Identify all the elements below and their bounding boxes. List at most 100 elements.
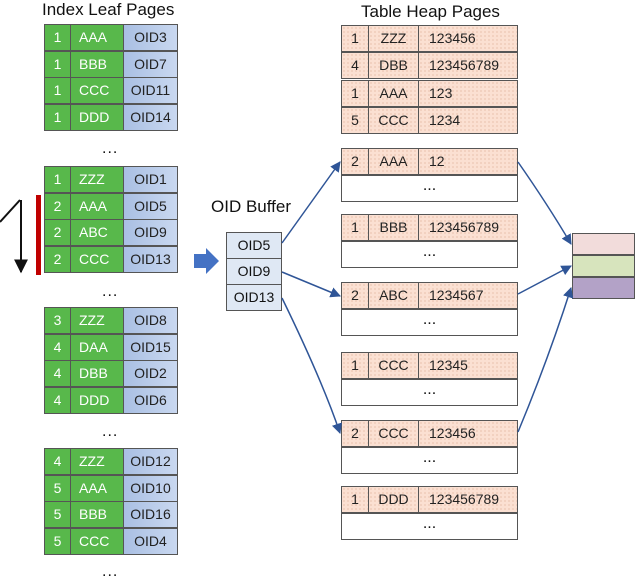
index-oid: OID6 [123, 387, 178, 415]
heap-value: 12345 [418, 352, 518, 379]
index-oid: OID10 [123, 474, 178, 502]
index-key: DDD [70, 104, 124, 132]
index-page-number: 1 [44, 50, 71, 78]
result-row-1 [572, 233, 635, 255]
index-page-number: 4 [44, 387, 71, 415]
index-oid: OID5 [123, 192, 178, 220]
block-arrow-icon [194, 248, 219, 274]
heap-value: 123 [418, 79, 518, 107]
heap-value: 12 [418, 148, 518, 175]
heap-page-number: 1 [341, 486, 369, 513]
index-oid: OID3 [123, 24, 178, 51]
index-oid: OID1 [123, 166, 178, 193]
heap-page-number: 4 [341, 52, 369, 80]
arrow-heap-to-result-3 [517, 286, 574, 433]
heap-key: ABC [368, 282, 419, 309]
heap-key: ZZZ [368, 25, 419, 52]
index-page-number: 1 [44, 166, 71, 193]
index-oid: OID12 [123, 448, 178, 475]
heap-value: 123456789 [418, 52, 518, 80]
index-oid: OID14 [123, 104, 178, 132]
heap-page-continuation: ... [341, 513, 518, 540]
index-page-number: 1 [44, 77, 71, 105]
heap-value: 123456789 [418, 214, 518, 241]
index-key: ZZZ [70, 307, 124, 334]
index-oid: OID8 [123, 307, 178, 334]
index-oid: OID16 [123, 501, 178, 529]
heap-page-number: 1 [341, 214, 369, 241]
index-page-number: 3 [44, 307, 71, 334]
index-leaf-pages-title: Index Leaf Pages [42, 0, 175, 19]
oid-buffer-cell: OID9 [226, 258, 282, 285]
heap-page-continuation: ... [341, 309, 518, 336]
index-key: DAA [70, 333, 124, 361]
heap-value: 1234567 [418, 282, 518, 309]
heap-value: 123456 [418, 420, 518, 447]
index-key: DDD [70, 387, 124, 415]
oid-buffer-cell: OID13 [226, 284, 282, 311]
index-ellipsis: ... [102, 563, 119, 580]
index-key: CCC [70, 528, 124, 556]
oid-buffer-title: OID Buffer [211, 197, 291, 216]
heap-page-number: 5 [341, 106, 369, 134]
index-key: ZZZ [70, 448, 124, 475]
heap-page-number: 2 [341, 420, 369, 447]
index-oid: OID2 [123, 360, 178, 388]
heap-key: CCC [368, 352, 419, 379]
index-page-number: 5 [44, 501, 71, 529]
index-key: AAA [70, 474, 124, 502]
heap-key: BBB [368, 214, 419, 241]
index-key: DBB [70, 360, 124, 388]
heap-page-continuation: ... [341, 447, 518, 474]
heap-page-continuation: ... [341, 379, 518, 406]
index-key: BBB [70, 50, 124, 78]
arrow-heap-to-result-2 [517, 265, 572, 295]
heap-value: 123456789 [418, 486, 518, 513]
scan-diagonal-line [0, 199, 21, 223]
index-oid: OID4 [123, 528, 178, 556]
index-oid: OID13 [123, 246, 178, 274]
index-ellipsis: ... [102, 283, 119, 300]
heap-key: DDD [368, 486, 419, 513]
index-key: CCC [70, 246, 124, 274]
index-ellipsis: ... [102, 423, 119, 440]
heap-page-number: 1 [341, 25, 369, 52]
index-oid: OID15 [123, 333, 178, 361]
result-row-2 [572, 255, 635, 277]
index-ellipsis: ... [102, 140, 119, 157]
heap-value: 123456 [418, 25, 518, 52]
heap-key: CCC [368, 106, 419, 134]
index-page-number: 2 [44, 192, 71, 220]
index-page-number: 5 [44, 528, 71, 556]
arrow-oid9-to-heap [281, 271, 341, 298]
index-oid: OID7 [123, 50, 178, 78]
index-key: BBB [70, 501, 124, 529]
table-heap-pages-title: Table Heap Pages [361, 2, 500, 21]
heap-page-number: 2 [341, 148, 369, 175]
index-oid: OID9 [123, 219, 178, 247]
index-key: AAA [70, 192, 124, 220]
